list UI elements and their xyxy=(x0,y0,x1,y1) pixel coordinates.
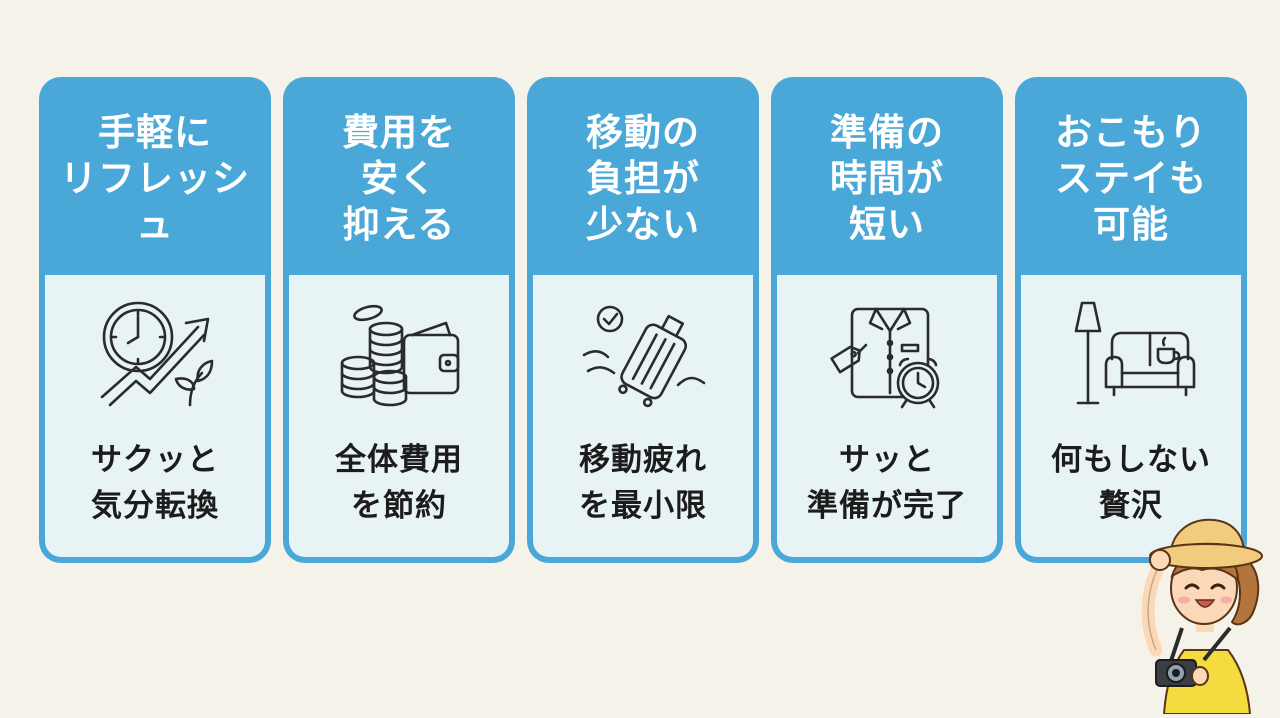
suitcase-check-icon xyxy=(578,293,708,413)
shirt-alarm-clock-icon xyxy=(822,293,952,413)
benefit-card-preparation: 準備の 時間が 短い xyxy=(771,77,1003,563)
coins-wallet-icon xyxy=(334,293,464,413)
card-header: おこもり ステイも 可能 xyxy=(1021,83,1241,275)
benefit-card-refresh: 手軽に リフレッシュ xyxy=(39,77,271,563)
clock-growth-arrow-icon xyxy=(90,293,220,413)
tourist-girl-with-camera-icon xyxy=(1126,510,1276,715)
card-caption: 移動疲れ を最小限 xyxy=(579,442,707,524)
card-title: 費用を 安く 抑える xyxy=(342,111,456,246)
card-header: 手軽に リフレッシュ xyxy=(45,83,265,275)
card-body: 移動疲れ を最小限 xyxy=(533,275,753,557)
card-title: おこもり ステイも 可能 xyxy=(1055,111,1207,246)
card-header: 移動の 負担が 少ない xyxy=(533,83,753,275)
benefit-card-staycation: おこもり ステイも 可能 xyxy=(1015,77,1247,563)
card-body: サッと 準備が完了 xyxy=(777,275,997,557)
card-body: 何もしない 贅沢 xyxy=(1021,275,1241,557)
card-caption: サクッと 気分転換 xyxy=(91,442,219,524)
card-title: 手軽に リフレッシュ xyxy=(60,111,250,246)
card-body: サクッと 気分転換 xyxy=(45,275,265,557)
benefit-card-travel: 移動の 負担が 少ない xyxy=(527,77,759,563)
card-caption: サッと 準備が完了 xyxy=(807,442,967,524)
card-header: 費用を 安く 抑える xyxy=(289,83,509,275)
sofa-lamp-icon xyxy=(1066,293,1196,413)
card-title: 準備の 時間が 短い xyxy=(830,111,944,246)
benefit-card-cost: 費用を 安く 抑える xyxy=(283,77,515,563)
card-title: 移動の 負担が 少ない xyxy=(586,111,700,246)
card-caption: 全体費用 を節約 xyxy=(335,442,463,524)
card-caption: 何もしない 贅沢 xyxy=(1051,442,1211,524)
card-header: 準備の 時間が 短い xyxy=(777,83,997,275)
benefit-cards: 手軽に リフレッシュ xyxy=(39,77,1247,563)
card-body: 全体費用 を節約 xyxy=(289,275,509,557)
